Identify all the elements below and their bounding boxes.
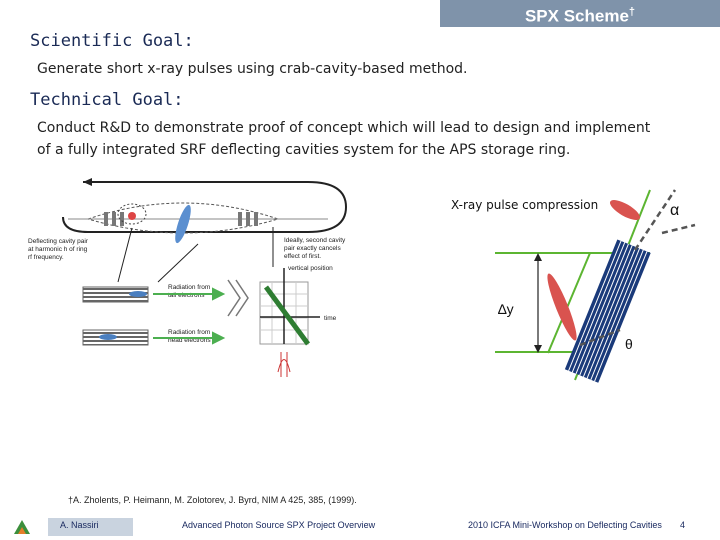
- delta-y-arrow-top: [534, 253, 542, 261]
- deflect-label-1: Deflecting cavity pair: [28, 238, 89, 245]
- scientific-goal-text: Generate short x-ray pulses using crab-c…: [37, 61, 468, 77]
- arrow-to-head: [157, 243, 199, 283]
- technical-goal-line-2: of a fully integrated SRF deflecting cav…: [37, 142, 571, 158]
- theta-symbol: θ: [625, 336, 633, 352]
- rad-head-label-1: Radiation from: [168, 329, 210, 336]
- footer-project: Advanced Photon Source SPX Project Overv…: [182, 520, 376, 530]
- ideal-label-1: Ideally, second cavity: [284, 237, 346, 244]
- reference-footnote: †A. Zholents, P. Heimann, M. Zolotorev, …: [68, 495, 357, 505]
- footer-bar: [0, 516, 720, 538]
- aps-logo-inner: [18, 527, 26, 534]
- deflect-label-2: at harmonic h of ring: [28, 246, 88, 253]
- tail-electron-bunch: [129, 291, 147, 297]
- ring-arrow-head: [83, 178, 92, 186]
- author-box: [48, 518, 133, 536]
- tilted-bunch: [175, 204, 191, 244]
- scientific-goal-heading: Scientific Goal:: [30, 31, 194, 51]
- tail-bunch-fill: [83, 287, 148, 302]
- slide-title-text: SPX Scheme: [524, 6, 629, 26]
- bunch-detail-circle: [117, 203, 147, 225]
- dashed-line-bottom: [579, 328, 621, 347]
- technical-goal-line-1: Conduct R&D to demonstrate proof of conc…: [37, 120, 651, 136]
- dashed-line-top: [661, 223, 696, 235]
- red-pulse-bottom: [547, 273, 577, 341]
- bunch-red: [128, 212, 136, 220]
- cavity-pair-2: [238, 212, 258, 226]
- deflect-label-3: rf frequency.: [28, 254, 64, 261]
- ideal-label-2: pair exactly cancels: [284, 245, 341, 252]
- green-diagonal-2: [547, 252, 591, 354]
- compression-label: X-ray pulse compression: [451, 198, 598, 212]
- dashed-line-alpha: [633, 189, 677, 251]
- red-pulse-top: [609, 200, 641, 220]
- cavity-pair-1: [104, 212, 124, 226]
- streak-plot: [259, 268, 320, 377]
- left-figure: Deflecting cavity pair at harmonic h of …: [28, 178, 348, 377]
- right-figure: X-ray pulse compression α ∆y θ: [451, 189, 696, 383]
- footer-event: 2010 ICFA Mini-Workshop on Deflecting Ca…: [468, 520, 662, 530]
- delta-y-arrow-bottom: [534, 345, 542, 353]
- footer-page-number: 4: [680, 520, 686, 530]
- wavefront-chevrons: [227, 279, 249, 317]
- time-label: time: [324, 315, 337, 322]
- alpha-symbol: α: [670, 202, 679, 219]
- rad-tail-label-2: tail electrons: [168, 292, 205, 299]
- title-footnote-mark: †: [628, 6, 636, 18]
- arrow-to-tail: [117, 227, 133, 283]
- ring-left-arc: [62, 216, 89, 233]
- rad-tail-label-1: Radiation from: [168, 284, 210, 291]
- technical-goal-heading: Technical Goal:: [30, 90, 184, 110]
- crystal-stack: [564, 239, 651, 383]
- technical-goal-text: Conduct R&D to demonstrate proof of conc…: [37, 117, 650, 161]
- green-arrows: [153, 287, 226, 345]
- footer-author: A. Nassiri: [60, 520, 99, 530]
- rad-head-label-2: head electrons: [168, 337, 211, 344]
- ring-right-arc: [307, 181, 348, 233]
- slide-title: SPX Scheme†: [440, 0, 720, 27]
- head-electron-bunch: [99, 334, 117, 340]
- ideal-label-3: effect of first.: [284, 253, 321, 260]
- delta-y-label: ∆y: [498, 301, 514, 317]
- vertical-position-label: vertical position: [288, 265, 333, 272]
